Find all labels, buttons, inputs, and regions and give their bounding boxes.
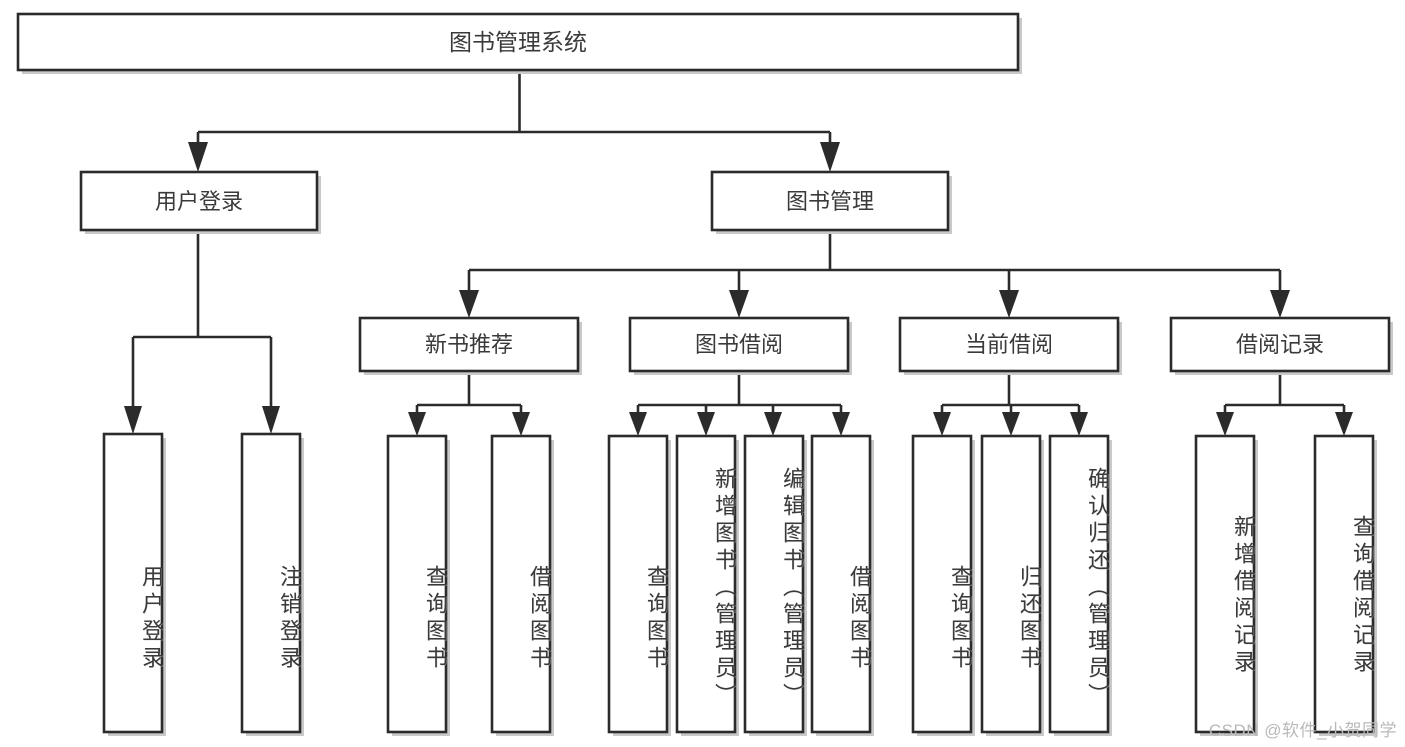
- node-new-book-recommend[interactable]: 新书推荐: [358, 316, 582, 375]
- leaf-box-user-login[interactable]: [102, 432, 166, 736]
- node-bb-box[interactable]: [628, 316, 850, 373]
- node-current-borrow[interactable]: 当前借阅: [898, 316, 1122, 375]
- node-borrow-record[interactable]: 借阅记录: [1169, 316, 1393, 375]
- leaf-box-user-logout[interactable]: [240, 432, 304, 736]
- arrowhead-to-cb: [999, 290, 1019, 318]
- arrowhead-cb-leaf-2: [1002, 412, 1020, 436]
- arrowhead-nbr-leaf-1: [408, 412, 426, 436]
- leaf-edit-book-box[interactable]: [743, 434, 805, 734]
- arrowhead-to-book-management: [820, 142, 840, 172]
- leaf-box-query-book-3[interactable]: [911, 434, 975, 736]
- leaf-confirm-return-box[interactable]: [1048, 434, 1110, 734]
- node-bb-label: 图书借阅: [695, 332, 783, 357]
- leaf-query-record-box[interactable]: [1313, 434, 1375, 734]
- leaf-borrow-book-1-box[interactable]: [490, 434, 552, 734]
- leaf-box-edit-book[interactable]: [743, 434, 807, 736]
- leaf-add-record-box[interactable]: [1194, 434, 1256, 734]
- node-br-box[interactable]: [1169, 316, 1391, 373]
- leaf-box-confirm-return[interactable]: [1048, 434, 1112, 736]
- leaf-box-query-book-2[interactable]: [607, 434, 671, 736]
- arrowhead-br-leaf-2: [1335, 412, 1353, 436]
- node-cb-label: 当前借阅: [965, 332, 1053, 357]
- node-nbr-label: 新书推荐: [425, 332, 513, 357]
- leaf-return-book-box[interactable]: [980, 434, 1042, 734]
- node-root[interactable]: 图书管理系统: [16, 12, 1022, 74]
- connectors: [131, 70, 1346, 412]
- leaf-box-add-record[interactable]: [1194, 434, 1258, 736]
- leaf-borrow-book-2-box[interactable]: [810, 434, 872, 734]
- leaf-user-login-box[interactable]: [102, 432, 164, 734]
- node-book-management-label: 图书管理: [786, 189, 874, 214]
- leaf-query-book-2-box[interactable]: [607, 434, 669, 734]
- leaf-box-query-book-1[interactable]: [386, 434, 450, 736]
- node-user-login-label: 用户登录: [155, 189, 243, 214]
- arrowhead-bb-leaf-4: [832, 412, 850, 436]
- arrowhead-bb-leaf-3: [764, 412, 782, 436]
- node-nbr-box[interactable]: [358, 316, 580, 373]
- leaf-query-book-1-box[interactable]: [386, 434, 448, 734]
- arrowhead-leaf-user-login: [124, 406, 142, 434]
- arrowhead-cb-leaf-1: [933, 412, 951, 436]
- leaf-box-query-record[interactable]: [1313, 434, 1377, 736]
- leaf-add-book-box[interactable]: [675, 434, 737, 734]
- node-book-management-box[interactable]: [710, 170, 950, 232]
- leaf-box-return-book[interactable]: [980, 434, 1044, 736]
- arrowhead-bb-leaf-1: [629, 412, 647, 436]
- leaf-box-borrow-book-2[interactable]: [810, 434, 874, 736]
- arrowhead-leaf-user-logout: [262, 406, 280, 434]
- leaf-user-logout-box[interactable]: [240, 432, 302, 734]
- leaf-box-borrow-book-1[interactable]: [490, 434, 554, 736]
- arrowhead-to-br: [1270, 290, 1290, 318]
- arrowhead-to-user-login: [188, 142, 208, 172]
- node-br-label: 借阅记录: [1236, 332, 1324, 357]
- node-cb-box[interactable]: [898, 316, 1120, 373]
- leaf-box-add-book[interactable]: [675, 434, 739, 736]
- arrowhead-to-bb: [729, 290, 749, 318]
- arrowhead-br-leaf-1: [1216, 412, 1234, 436]
- node-book-borrow[interactable]: 图书借阅: [628, 316, 852, 375]
- watermark-text: CSDN @软件_小贺同学: [1208, 721, 1397, 740]
- node-book-management[interactable]: 图书管理: [710, 170, 952, 234]
- arrowhead-cb-leaf-3: [1070, 412, 1088, 436]
- arrowhead-to-nbr: [459, 290, 479, 318]
- arrowhead-nbr-leaf-2: [512, 412, 530, 436]
- node-user-login-box[interactable]: [79, 170, 319, 232]
- node-root-label: 图书管理系统: [449, 29, 587, 55]
- node-root-box[interactable]: [16, 12, 1020, 72]
- node-user-login[interactable]: 用户登录: [79, 170, 321, 234]
- nodes: 图书管理系统 用户登录 图书管理 新书推荐: [16, 12, 1393, 736]
- leaf-query-book-3-box[interactable]: [911, 434, 973, 734]
- arrow-heads: [124, 142, 1353, 436]
- arrowhead-bb-leaf-2: [697, 412, 715, 436]
